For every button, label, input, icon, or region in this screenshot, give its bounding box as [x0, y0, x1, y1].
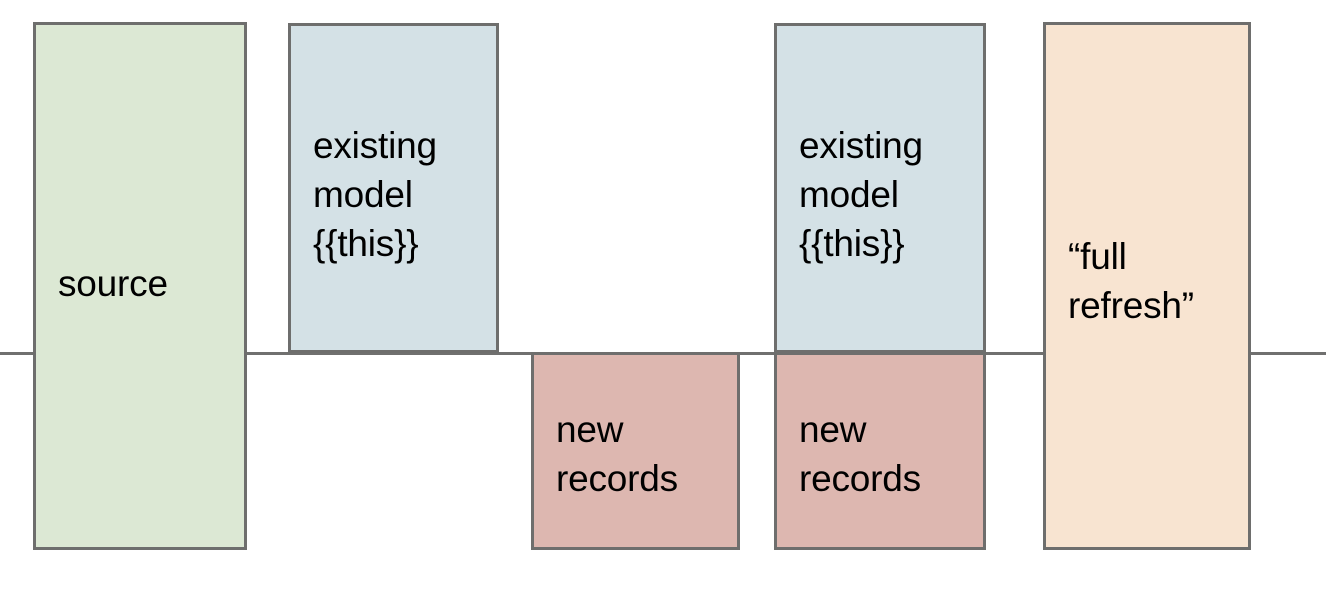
diagram-node-existing-model-1[interactable]: existing model {{this}} [288, 23, 499, 353]
node-label-full-refresh: “full refresh” [1068, 236, 1194, 326]
node-label-source: source [58, 262, 168, 304]
diagram-node-new-records-1[interactable]: new records [531, 352, 740, 550]
node-label-new-records-1: new records [556, 409, 678, 499]
diagram-node-new-records-2[interactable]: new records [774, 352, 986, 550]
node-label-existing-model-2: existing model {{this}} [799, 125, 923, 264]
node-label-existing-model-1: existing model {{this}} [313, 125, 437, 264]
node-label-new-records-2: new records [799, 409, 921, 499]
diagram-node-source[interactable]: source [33, 22, 247, 550]
diagram-node-existing-model-2[interactable]: existing model {{this}} [774, 23, 986, 353]
diagram-node-full-refresh[interactable]: “full refresh” [1043, 22, 1251, 550]
